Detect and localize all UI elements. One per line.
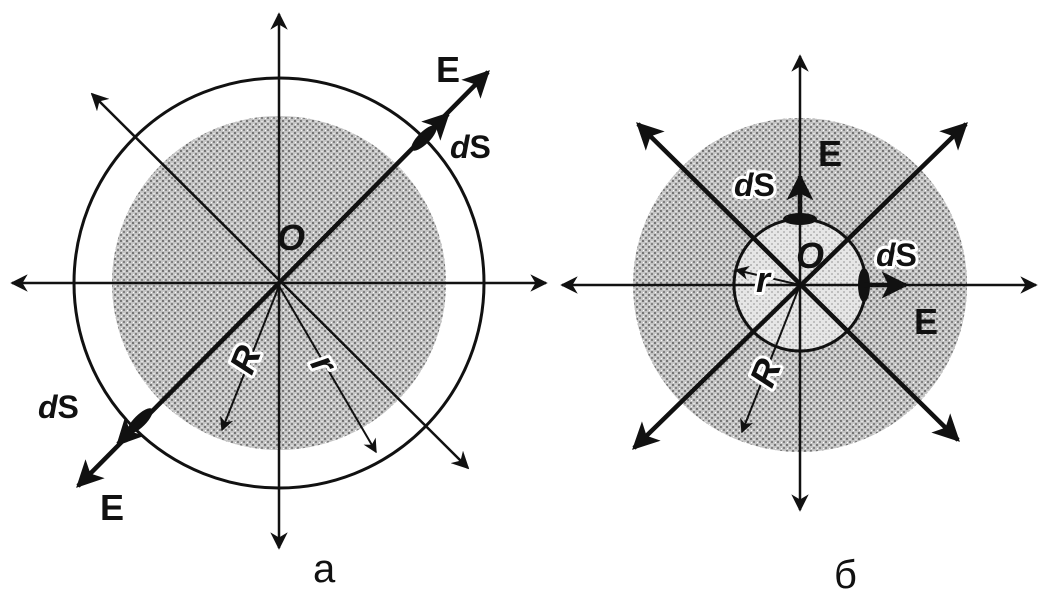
field-label-top-a: E xyxy=(436,49,460,90)
area-normal-bottom-a xyxy=(116,417,145,446)
area-label-top-a: dS xyxy=(450,129,491,165)
figure-b: O E E dS dS r R б xyxy=(560,54,1038,597)
area-normal-top-a xyxy=(421,112,450,141)
center-label-b: O xyxy=(796,235,824,276)
figure-caption-b: б xyxy=(834,553,857,597)
radius-r-arrow-b xyxy=(734,266,801,286)
area-label-right-b: dS xyxy=(876,237,917,273)
center-label-a: O xyxy=(277,217,305,258)
area-label-top-b: dS xyxy=(734,167,775,203)
radius-R-arrow-a xyxy=(220,285,280,432)
radius-r-label-b: r xyxy=(756,259,772,300)
figure-caption-a: а xyxy=(313,547,336,591)
figure-a: O E E dS dS R r а xyxy=(10,12,548,591)
field-label-right-b: E xyxy=(914,301,938,342)
radius-r-arrow-a xyxy=(278,285,377,454)
area-label-bottom-a: dS xyxy=(38,389,79,425)
field-label-top-b: E xyxy=(818,133,842,174)
field-label-bottom-a: E xyxy=(100,487,124,528)
radius-R-arrow-b xyxy=(740,284,801,434)
